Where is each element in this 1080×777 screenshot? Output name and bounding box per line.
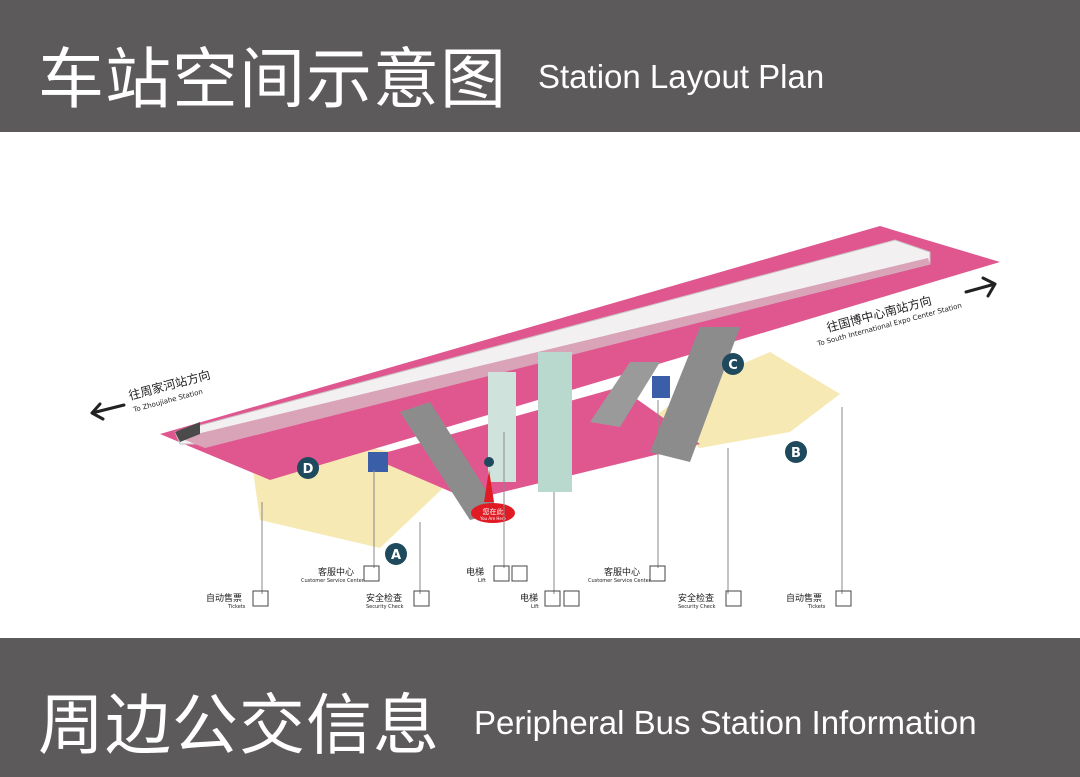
svg-text:Security Check: Security Check (678, 604, 716, 610)
svg-text:自动售票: 自动售票 (786, 592, 822, 604)
header-title-zh: 车站空间示意图 (38, 41, 507, 118)
svg-text:Lift: Lift (531, 604, 539, 610)
ticket-icon (252, 590, 269, 607)
header-title-en: Station Layout Plan (538, 58, 825, 95)
service-box-left (368, 452, 388, 472)
service-box-right (652, 376, 670, 398)
ticket-icon (835, 590, 852, 607)
svg-text:Tickets: Tickets (807, 604, 826, 610)
facility-customer-right: 客服中心 Customer Service Center (588, 565, 666, 584)
svg-text:C: C (728, 358, 738, 373)
arrow-left-icon (90, 402, 126, 421)
exit-d: D (297, 457, 319, 479)
svg-text:电梯: 电梯 (520, 592, 538, 604)
svg-text:D: D (303, 462, 314, 477)
svg-text:Security Check: Security Check (366, 604, 404, 610)
svg-text:安全检查: 安全检查 (366, 592, 402, 604)
footer-title-en: Peripheral Bus Station Information (474, 704, 977, 741)
customer-service-icon (363, 565, 380, 582)
facility-customer-left: 客服中心 Customer Service Center (301, 565, 380, 584)
svg-text:客服中心: 客服中心 (318, 566, 354, 578)
svg-text:Customer Service Center: Customer Service Center (588, 578, 652, 584)
leader-lines (261, 400, 843, 594)
wheelchair-icon (544, 590, 561, 607)
station-layout-diagram: 您在此 You Are Here D A C B 往周家河站方向 To Zhou… (90, 226, 1000, 610)
exit-c: C (722, 353, 744, 375)
svg-text:自动售票: 自动售票 (206, 592, 242, 604)
svg-text:客服中心: 客服中心 (604, 566, 640, 578)
lift-icon (563, 590, 580, 607)
column-1 (538, 352, 572, 492)
security-check-icon (413, 590, 430, 607)
svg-text:Lift: Lift (478, 578, 486, 584)
facility-security-right: 安全检查 Security Check (678, 590, 742, 610)
security-check-icon (725, 590, 742, 607)
escalator-right (650, 327, 740, 462)
svg-text:B: B (791, 446, 801, 461)
facility-lift-left: 电梯 Lift (466, 565, 528, 584)
facility-security-left: 安全检查 Security Check (366, 590, 430, 610)
facility-tickets-left: 自动售票 Tickets (206, 590, 269, 610)
arrow-right-icon (964, 276, 997, 298)
svg-text:A: A (391, 548, 401, 563)
exit-a: A (385, 543, 407, 565)
facility-lift-right: 电梯 Lift (520, 590, 580, 610)
escalator-mid (590, 362, 660, 427)
escalator-left (400, 402, 500, 520)
you-are-here-en: You Are Here (479, 516, 506, 521)
facility-tickets-right: 自动售票 Tickets (786, 590, 852, 610)
customer-service-icon (649, 565, 666, 582)
exit-b: B (785, 441, 807, 463)
wheelchair-icon (493, 565, 510, 582)
svg-text:安全检查: 安全检查 (678, 592, 714, 604)
footer-band: 周边公交信息 Peripheral Bus Station Informatio… (0, 638, 1080, 777)
lift-icon (511, 565, 528, 582)
svg-text:Customer Service Center: Customer Service Center (301, 578, 365, 584)
you-are-here-zh: 您在此 (483, 507, 504, 516)
svg-text:电梯: 电梯 (466, 566, 484, 578)
svg-text:Tickets: Tickets (227, 604, 246, 610)
direction-left: 往周家河站方向 To Zhoujiahe Station (90, 367, 212, 421)
footer-title-zh: 周边公交信息 (38, 687, 440, 764)
header-band: 车站空间示意图 Station Layout Plan (0, 0, 1080, 132)
